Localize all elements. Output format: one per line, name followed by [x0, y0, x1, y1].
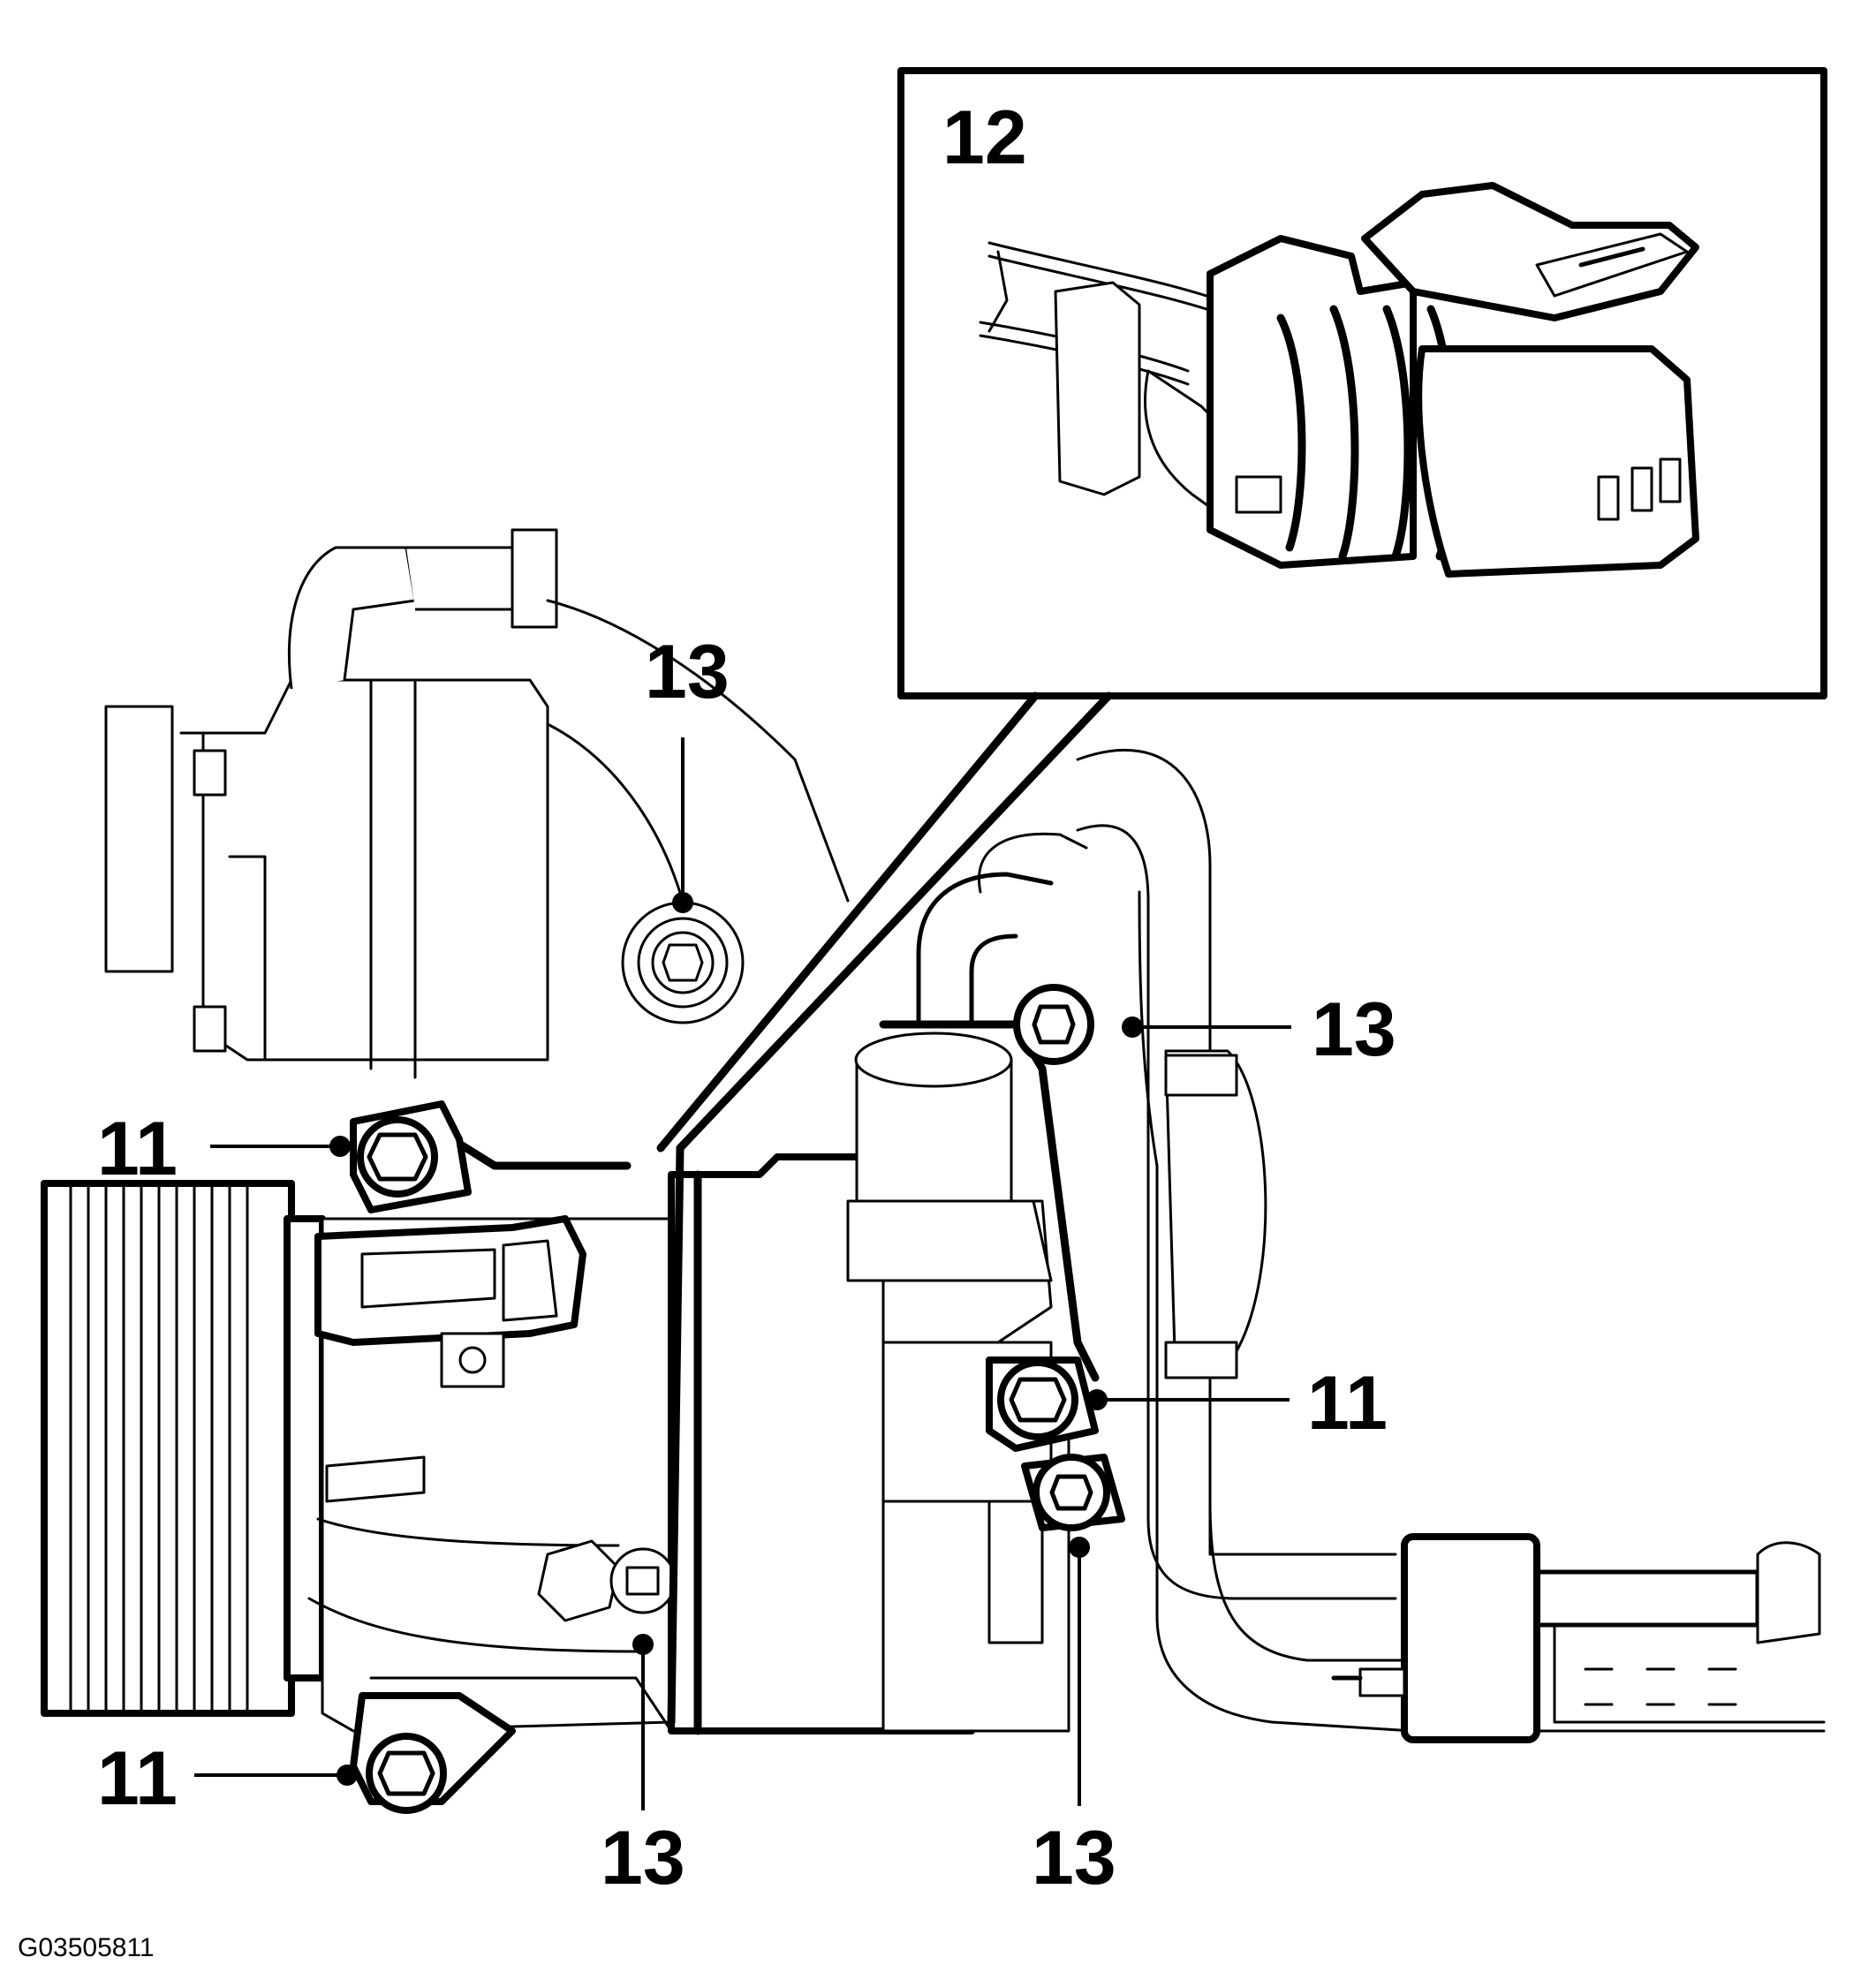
bolt-13-right-bottom	[1033, 1454, 1110, 1531]
callout-13-top: 13	[645, 630, 730, 714]
bolt-13-right-top	[1013, 984, 1094, 1065]
connector-detail-inset	[656, 67, 1827, 1152]
figure-id: G03505811	[18, 1933, 155, 1962]
callout-leaders	[194, 737, 1291, 1810]
callout-11-upper-left: 11	[97, 1107, 178, 1191]
bolt-13-top	[621, 901, 745, 1024]
bolt-11-lower-left	[366, 1733, 447, 1814]
callout-13-right: 13	[1312, 987, 1396, 1072]
callout-12: 12	[942, 95, 1027, 180]
upper-housing	[104, 528, 850, 1079]
compressor-body	[41, 1020, 1125, 1805]
callout-11-lower-left: 11	[97, 1736, 178, 1821]
bolts	[357, 984, 1110, 1814]
bolt-11-right	[997, 1359, 1078, 1440]
callout-13-bottom-right: 13	[1032, 1816, 1116, 1901]
bolt-11-upper-left	[357, 1116, 438, 1198]
refrigerant-hoses	[916, 748, 1826, 1743]
callout-11-right: 11	[1307, 1361, 1388, 1446]
callout-13-bottom-mid: 13	[601, 1816, 685, 1901]
callout-labels: 12 13 13 11 11 11 13 13 G03505811	[18, 95, 1396, 1962]
